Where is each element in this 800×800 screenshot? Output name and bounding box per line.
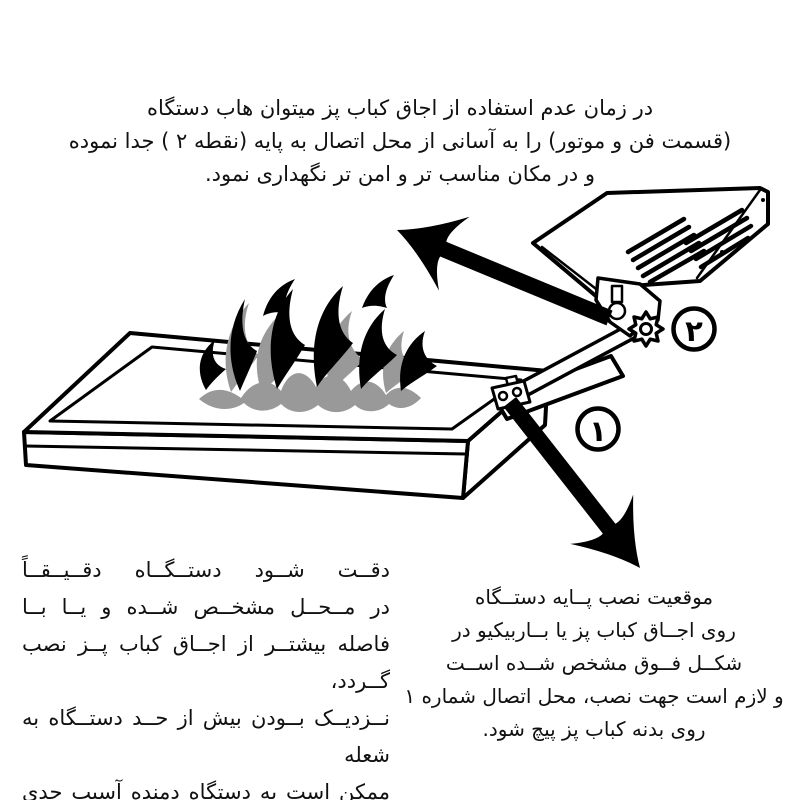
vent-slat [625, 216, 687, 255]
vent-slat [635, 232, 697, 271]
paragraph-line: شکــل فــوق مشخص شــده اســت [445, 651, 743, 675]
thumbscrew-center [639, 322, 653, 336]
black-flame [199, 340, 226, 390]
caution-paragraph: دقــت شــود دستــگــاه دقــیــقــاً در م… [22, 552, 390, 800]
gray-flame-tongue [383, 331, 416, 393]
vent-slat [698, 235, 751, 270]
vent-slats-upper [683, 207, 754, 270]
vent-slats-lower [625, 216, 707, 285]
hood-fold-line-left [540, 245, 602, 294]
mounting-paragraph: موقعیت نصب پــایه دستــگاه روی اجــاق کب… [404, 581, 784, 746]
paragraph-line: (قسمت فن و موتور) را به آسانی از محل اتص… [68, 129, 732, 153]
mount-keyhole-slot [610, 284, 624, 304]
black-flame-tip [263, 279, 295, 316]
black-flame [270, 289, 305, 389]
vent-slat [693, 223, 754, 262]
black-flame [313, 286, 353, 387]
paragraph-line: فاصله بیشتــر از اجــاق کباب پــز نصب گـ… [22, 632, 390, 693]
paragraph-line: ممکن است به دستگاه دمنده آسیب جدی وارد ک… [22, 780, 390, 800]
point-2-circle [671, 306, 717, 352]
paragraph-line: دقــت شــود دستــگــاه دقــیــقــاً [22, 558, 390, 582]
vent-slat [640, 240, 702, 279]
vent-slat [688, 215, 750, 254]
paragraph-line: روی اجــاق کباب پز یا بــاربیکیو در [452, 618, 736, 642]
paragraph-line: در زمان عدم استفاده از اجاق کباب پز میتو… [146, 96, 654, 120]
point-1-circle [575, 406, 621, 452]
paragraph-line: نــزدیــک بــودن بیش از حــد دستــگاه به… [22, 706, 390, 767]
grill-front-face [22, 430, 470, 500]
paragraph-line: موقعیت نصب پــایه دستــگاه [474, 585, 714, 609]
paragraph-line: در مــحــل مشخــص شــده و یــا بــا [22, 595, 390, 619]
hood-rivet [761, 198, 765, 202]
point-markers: ۲ ۱ [575, 306, 717, 452]
paragraph-line: روی بدنه کباب پز پیچ شود. [482, 717, 706, 741]
paragraph-line: و لازم است جهت نصب، محل اتصال شماره ۱ [404, 684, 784, 708]
black-flame [230, 299, 257, 391]
arrows [397, 216, 640, 568]
vent-slat [630, 224, 692, 263]
black-flame [359, 309, 397, 389]
point-1-label: ۱ [589, 414, 607, 448]
vent-slat [683, 207, 745, 246]
flames [199, 275, 437, 413]
vent-slat [647, 248, 707, 285]
arrow-to-caption [503, 397, 640, 568]
point-2-label: ۲ [685, 314, 703, 348]
grill-rim-edge-line [23, 444, 468, 456]
support-arm [490, 316, 651, 421]
paragraph-line: و در مکان مناسب تر و امن تر نگهداری نمود… [204, 162, 596, 186]
flames-black [199, 275, 437, 391]
bracket-screw-hole [497, 390, 509, 402]
hood-device [531, 186, 770, 348]
grill-bracket [490, 379, 532, 411]
black-flame [400, 331, 437, 391]
bracket-screw-hole [511, 386, 523, 398]
intro-paragraph: در زمان عدم استفاده از اجاق کباب پز میتو… [50, 92, 750, 191]
arrow-to-grill [397, 216, 613, 326]
black-flame-tip [362, 275, 394, 308]
